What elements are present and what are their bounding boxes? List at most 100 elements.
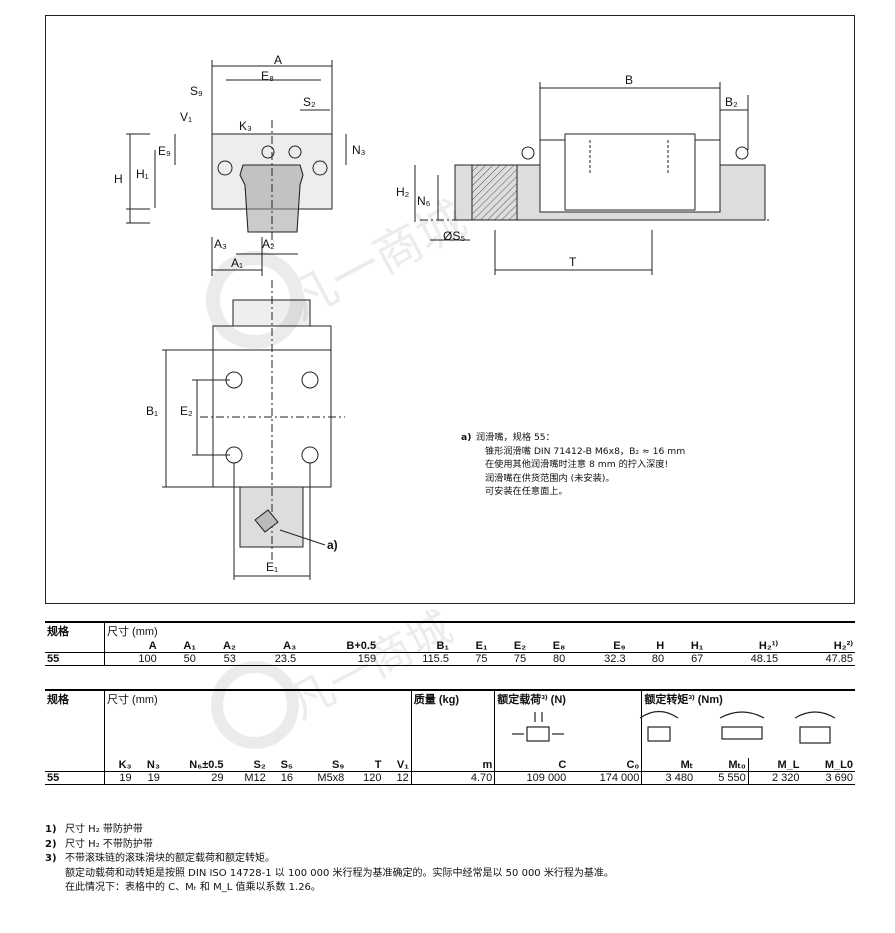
top-view [162, 280, 345, 580]
label-N3: N₃ [352, 143, 366, 157]
header-cell: E₉ [613, 639, 626, 652]
note-line: 润滑嘴在供货范围内 (未安装)。 [485, 472, 615, 484]
value-cell: 2 320 [747, 771, 802, 785]
value-cell: 67 [691, 653, 704, 665]
value-cell: 3 480 [641, 771, 696, 785]
footnote-text: 在此情况下：表格中的 C、Mₜ 和 M_L 值乘以系数 1.26。 [65, 882, 321, 894]
header-cell: A₃ [283, 639, 297, 652]
header-cell: A [103, 639, 159, 653]
label-S9: S₉ [190, 84, 203, 98]
header-cell: Mₜ₀ [728, 759, 746, 771]
value-cell: 120 [363, 772, 382, 784]
header-cell: B₁ [436, 639, 449, 652]
value-cell: 32.3 [604, 653, 626, 665]
label-N6: N₆ [417, 194, 431, 208]
header-cell: Mₜ [641, 758, 696, 772]
dimension-table-1: 规格 尺寸 (mm) A A₁ A₂ A₃ B+0.5 B₁ E₁ E₂ E₈ … [45, 621, 855, 666]
value-cell: 23.5 [274, 653, 297, 665]
value-cell: M12 [244, 772, 266, 784]
label-A: A [274, 53, 282, 67]
header-cell: S₂ [253, 758, 266, 771]
header-cell: C₀ [626, 758, 640, 771]
col-torque: 额定转矩³⁾ (Nm) [641, 690, 855, 758]
label-A1: A₁ [231, 256, 243, 270]
value-cell: 47.85 [825, 653, 853, 665]
header-cell: N₃ [146, 758, 160, 771]
header-cell: A₁ [183, 639, 196, 652]
label-E1: E₁ [266, 560, 278, 574]
footnote-text: 额定动载荷和动转矩是按照 DIN ISO 14728-1 以 100 000 米… [65, 867, 614, 879]
label-E2: E₂ [180, 404, 193, 418]
value-cell: 3 690 [825, 772, 853, 784]
col-size: 规格 [47, 626, 69, 638]
front-view [126, 60, 347, 276]
drawing-frame [45, 15, 855, 604]
value-cell: 109 000 [494, 771, 569, 785]
header-cell: B+0.5 [346, 639, 377, 652]
header-cell: E₁ [475, 639, 488, 652]
header-cell: E₂ [513, 639, 527, 652]
note-line: 在使用其他润滑嘴时注意 8 mm 的拧入深度! [485, 459, 669, 471]
value-cell: 115.5 [422, 653, 449, 665]
header-cell: C [494, 758, 569, 772]
footnote-num: 2) [45, 838, 57, 850]
value-cell: 50 [183, 653, 196, 665]
footnote-text: 不带滚珠链的滚珠滑块的额定载荷和额定转矩。 [65, 853, 275, 865]
value-cell: 80 [553, 653, 566, 665]
label-B1: B₁ [146, 404, 158, 418]
footnote-num: 3) [45, 853, 57, 865]
header-cell: H [656, 639, 665, 652]
value-cell: 159 [357, 653, 377, 665]
label-H: H [114, 172, 123, 186]
note-title: 润滑嘴，规格 55： [475, 432, 555, 443]
value-cell: 5 550 [718, 772, 746, 784]
side-view [414, 82, 770, 275]
header-cell: N₆±0.5 [189, 758, 224, 771]
lube-nipple-note: a) 润滑嘴，规格 55： 锥形润滑嘴 DIN 71412-B M6x8，B₂ … [461, 431, 685, 499]
value-cell: 29 [211, 772, 224, 784]
header-cell: m [410, 758, 495, 772]
label-E9: E₉ [158, 144, 171, 158]
value-cell: 53 [223, 653, 236, 665]
footnote-text: 尺寸 H₂ 带防护带 [65, 824, 143, 835]
header-cell: M_L [747, 758, 802, 772]
header-cell: E₈ [552, 639, 566, 652]
value-cell: 75 [475, 653, 488, 665]
col-load: 额定载荷³⁾ (N) [494, 690, 642, 758]
row-label: 55 [47, 772, 60, 784]
header-cell: K₃ [103, 758, 134, 772]
dimension-table-2: 规格 尺寸 (mm) 质量 (kg) 额定载荷³⁾ (N) 额定转矩³⁾ (Nm… [45, 689, 855, 785]
label-S5: ØS₅ [443, 229, 465, 243]
note-key: a) [461, 432, 472, 443]
value-cell: 174 000 [599, 772, 640, 784]
value-cell: 16 [280, 772, 293, 784]
value-cell: 80 [651, 653, 665, 665]
value-cell: 19 [103, 771, 134, 785]
value-cell: 4.70 [410, 771, 495, 785]
col-mass: 质量 (kg) [410, 690, 495, 758]
label-H1: H₁ [136, 167, 149, 181]
footnote-text: 尺寸 H₂ 不带防护带 [65, 838, 153, 850]
value-cell: 75 [513, 653, 527, 665]
label-B: B [625, 73, 633, 87]
header-cell: H₂²⁾ [833, 640, 853, 652]
label-S2: S₂ [303, 95, 316, 109]
header-cell: T [374, 758, 382, 771]
row-label: 55 [47, 653, 60, 665]
note-line: 锥形润滑嘴 DIN 71412-B M6x8，B₂ ≈ 16 mm [485, 445, 686, 457]
value-cell: 12 [396, 772, 409, 784]
value-cell: M5x8 [317, 772, 345, 784]
note-line: 可安装在任意面上。 [485, 486, 568, 498]
header-cell: M_L0 [824, 758, 853, 771]
label-H2: H₂ [396, 185, 410, 199]
col-dims: 尺寸 (mm) [104, 690, 412, 758]
col-dims: 尺寸 (mm) [104, 622, 855, 639]
label-T: T [569, 255, 577, 269]
label-K3: K₃ [239, 119, 252, 133]
label-A3: A₃ [214, 237, 227, 251]
label-B2: B₂ [725, 95, 738, 109]
value-cell: 19 [147, 772, 160, 784]
label-a: a) [327, 538, 338, 552]
col-size: 规格 [47, 694, 69, 706]
